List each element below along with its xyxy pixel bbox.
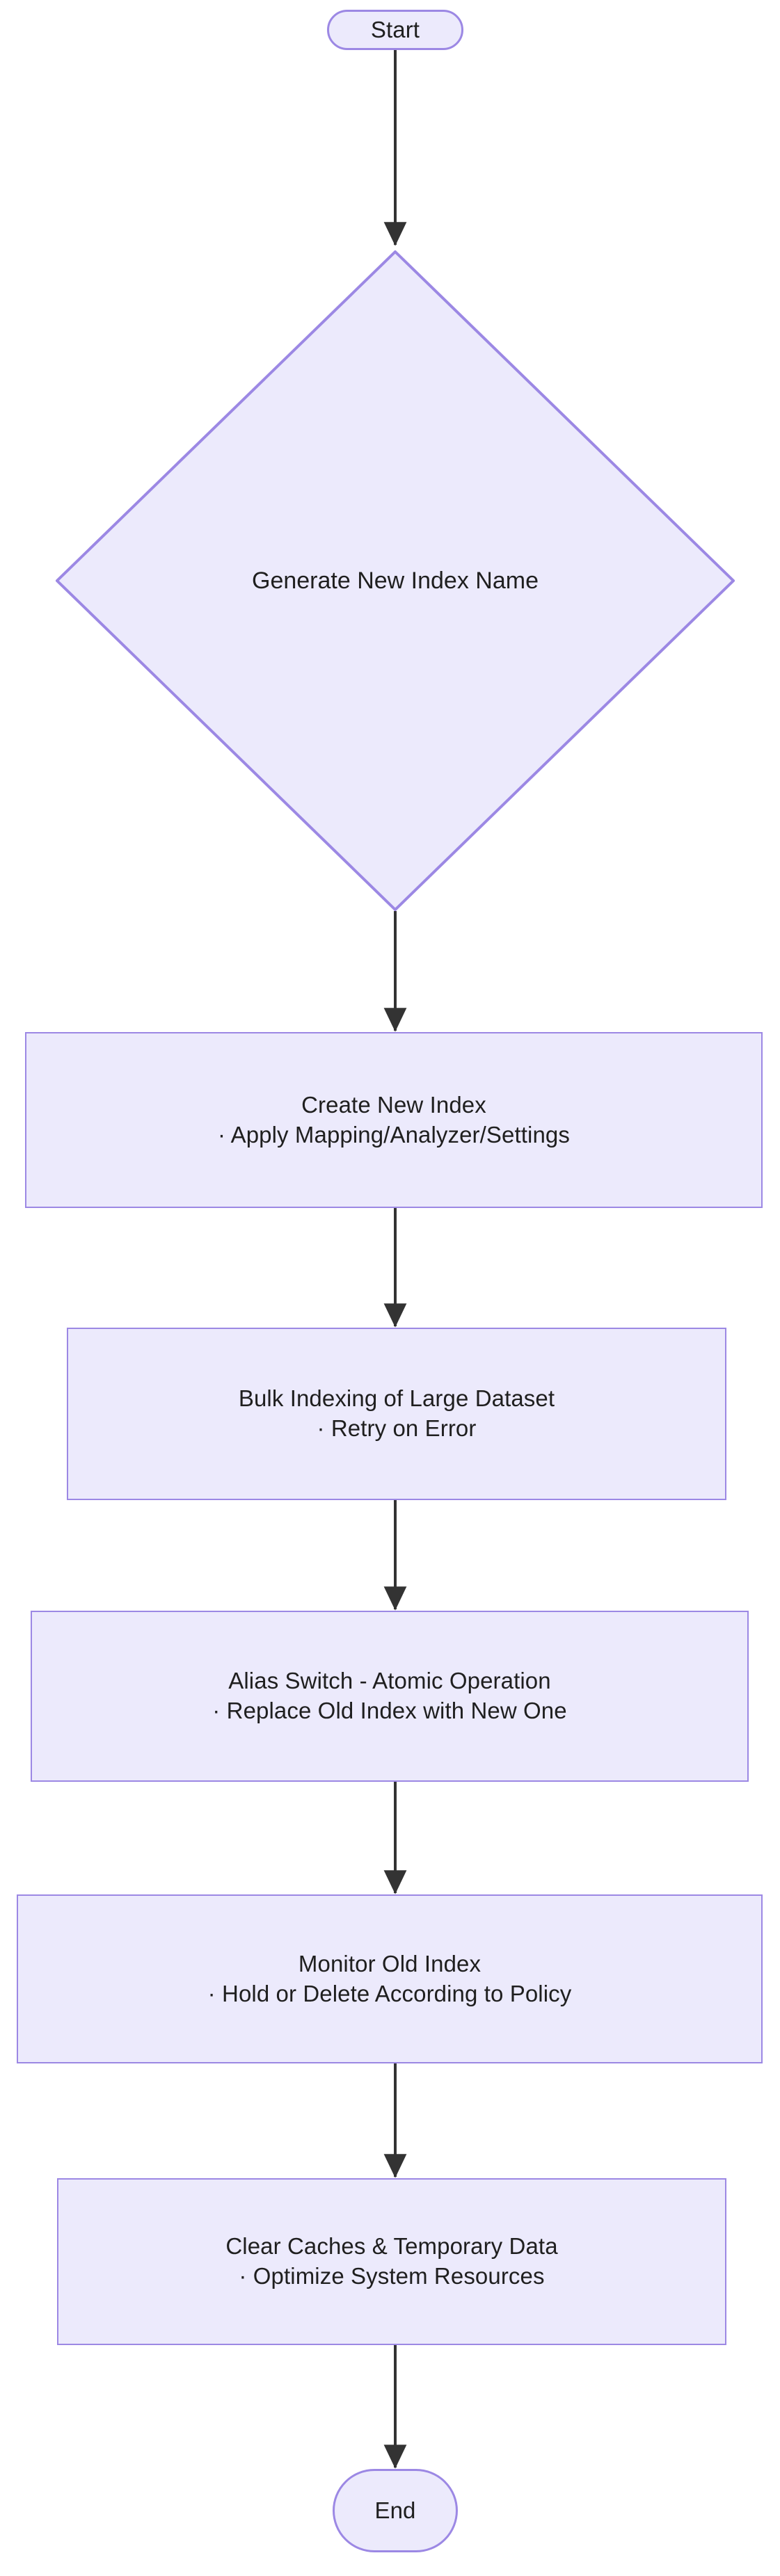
node-generate-index-name[interactable]: Generate New Index Name (56, 250, 735, 911)
node-monitor-old-index-line2: · Hold or Delete According to Policy (207, 1980, 572, 2006)
node-create-new-index[interactable]: Create New Index · Apply Mapping/Analyze… (25, 1032, 763, 1208)
node-start-label: Start (370, 16, 420, 42)
node-bulk-indexing-line2: · Retry on Error (317, 1415, 477, 1441)
node-start[interactable]: Start (327, 10, 463, 50)
node-bulk-indexing[interactable]: Bulk Indexing of Large Dataset · Retry o… (67, 1328, 726, 1500)
node-create-new-index-line1: Create New Index (301, 1091, 486, 1118)
node-end[interactable]: End (333, 2469, 458, 2552)
node-monitor-old-index[interactable]: Monitor Old Index · Hold or Delete Accor… (17, 1894, 763, 2063)
node-end-label: End (374, 2497, 416, 2523)
node-monitor-old-index-line1: Monitor Old Index (298, 1950, 481, 1977)
node-bulk-indexing-line1: Bulk Indexing of Large Dataset (238, 1385, 555, 1412)
node-clear-caches-line2: · Optimize System Resources (239, 2263, 545, 2289)
node-generate-index-name-label: Generate New Index Name (252, 567, 539, 594)
node-clear-caches[interactable]: Clear Caches & Temporary Data · Optimize… (57, 2178, 726, 2345)
node-alias-switch-line2: · Replace Old Index with New One (212, 1698, 567, 1723)
node-alias-switch-line1: Alias Switch - Atomic Operation (228, 1668, 551, 1694)
node-alias-switch[interactable]: Alias Switch - Atomic Operation · Replac… (31, 1611, 749, 1782)
node-create-new-index-line2: · Apply Mapping/Analyzer/Settings (218, 1121, 570, 1148)
node-clear-caches-line1: Clear Caches & Temporary Data (225, 2233, 558, 2260)
diamond-shape (56, 250, 735, 911)
